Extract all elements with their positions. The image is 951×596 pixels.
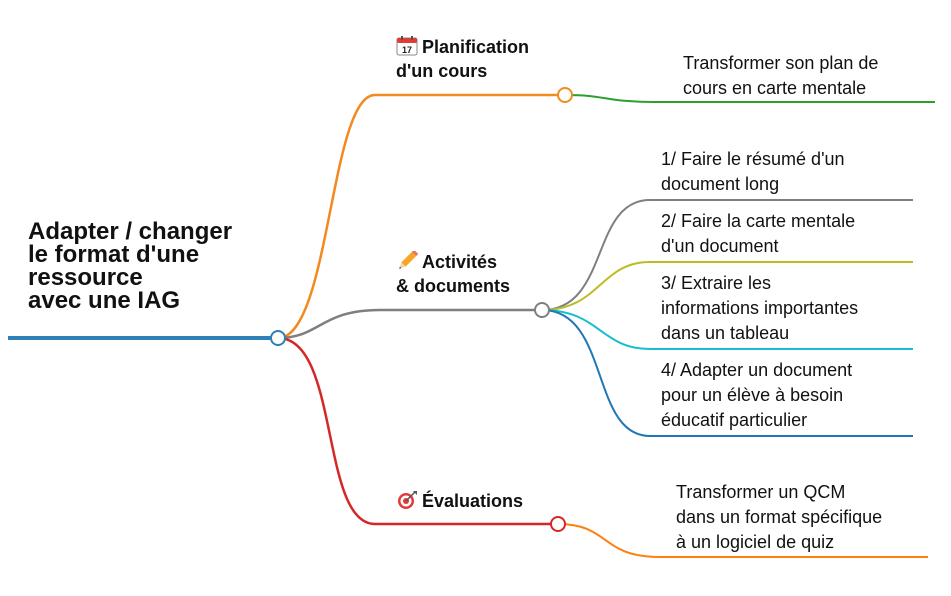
root-title[interactable]: Adapter / changer le format d'une ressou… <box>28 218 233 314</box>
leaf-line: document long <box>661 174 780 194</box>
connector-leaf-evaluations <box>557 523 928 558</box>
branch-activites[interactable]: Activités & documents <box>396 250 510 298</box>
leaf-evaluations[interactable]: Transformer un QCM dans un format spécif… <box>676 480 882 555</box>
connector-planification <box>277 93 565 340</box>
connector-leaf-activites-1 <box>541 199 913 311</box>
leaf-line: dans un tableau <box>661 323 790 343</box>
root-node[interactable] <box>270 330 286 346</box>
branch-node-evaluations[interactable] <box>550 516 566 532</box>
leaf-line: 1/ Faire le résumé d'un <box>661 149 845 169</box>
branch-label: d'un cours <box>396 61 488 81</box>
branch-node-planification[interactable] <box>557 87 573 103</box>
leaf-line: éducatif particulier <box>661 410 808 430</box>
leaf-activites-3[interactable]: 3/ Extraire les informations importantes… <box>661 271 858 346</box>
leaf-line: dans un format spécifique <box>676 507 883 527</box>
connector-leaf-activites-2 <box>541 261 913 311</box>
leaf-line: d'un document <box>661 236 779 256</box>
branch-label: Évaluations <box>422 491 524 511</box>
connector-leaf-activites-3 <box>541 309 913 350</box>
leaf-line: 2/ Faire la carte mentale <box>661 211 856 231</box>
calendar-icon: 17 <box>396 36 418 56</box>
branch-evaluations[interactable]: Évaluations <box>396 489 523 513</box>
leaf-planification[interactable]: Transformer son plan de cours en carte m… <box>683 51 878 101</box>
root-title-line: Adapter / changer <box>28 218 233 245</box>
branch-planification[interactable]: 17 Planification d'un cours <box>396 35 529 83</box>
leaf-activites-1[interactable]: 1/ Faire le résumé d'un document long <box>661 147 845 197</box>
leaf-line: 4/ Adapter un document <box>661 360 853 380</box>
connector-leaf-planification <box>564 94 935 103</box>
calendar-icon-day: 17 <box>402 45 412 55</box>
leaf-activites-2[interactable]: 2/ Faire la carte mentale d'un document <box>661 209 855 259</box>
leaf-line: pour un élève à besoin <box>661 385 844 405</box>
root-title-line: le format d'une <box>28 241 200 268</box>
root-title-line: ressource <box>28 264 143 291</box>
leaf-line: informations importantes <box>661 298 859 318</box>
leaf-line: Transformer son plan de <box>683 53 879 73</box>
leaf-line: 3/ Extraire les <box>661 273 772 293</box>
branch-label: Activités <box>422 252 498 272</box>
leaf-activites-4[interactable]: 4/ Adapter un document pour un élève à b… <box>661 358 852 433</box>
connector-leaf-activites-4 <box>541 309 913 437</box>
connector-activites <box>277 308 542 340</box>
branch-label: & documents <box>396 276 511 296</box>
pencil-icon <box>399 251 418 269</box>
connector-evaluations <box>277 336 558 526</box>
leaf-line: à un logiciel de quiz <box>676 532 835 552</box>
root-title-line: avec une IAG <box>28 287 181 314</box>
target-icon <box>398 491 417 509</box>
leaf-line: Transformer un QCM <box>676 482 846 502</box>
branch-node-activites[interactable] <box>534 302 550 318</box>
branch-label: Planification <box>422 37 530 57</box>
leaf-line: cours en carte mentale <box>683 78 867 98</box>
